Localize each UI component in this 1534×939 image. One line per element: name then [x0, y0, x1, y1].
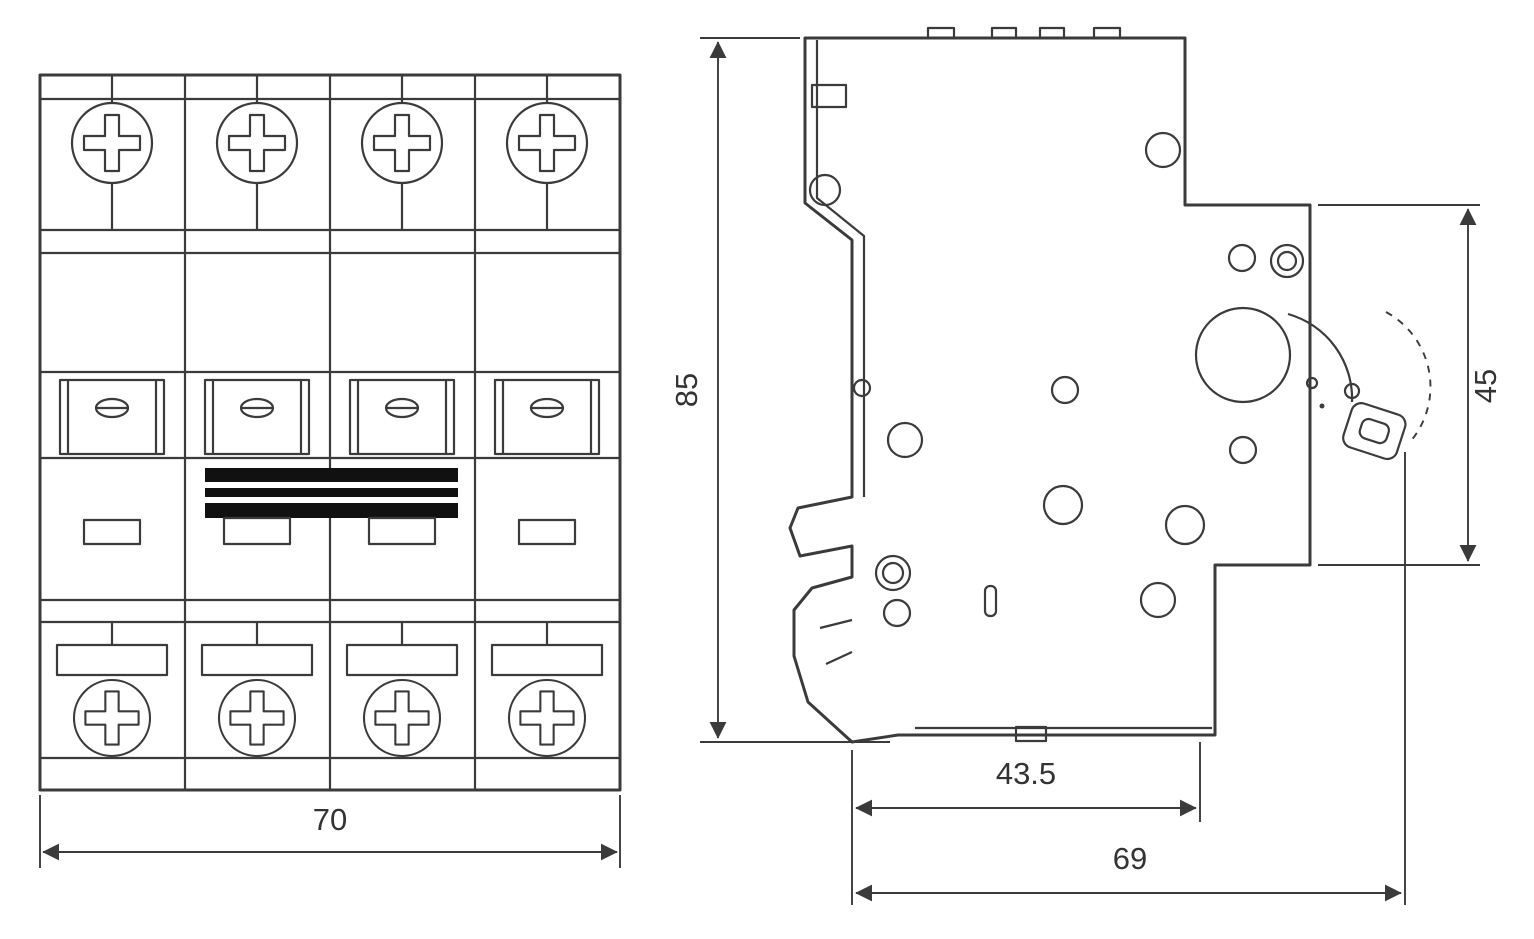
bottom-slot-2: [200, 643, 314, 677]
terminal-screw-top-1: [70, 101, 154, 185]
side-view: [788, 26, 1432, 744]
terminal-screw-bottom-3: [362, 678, 442, 758]
terminal-screw-bottom-2: [217, 678, 297, 758]
terminal-screw-bottom-1: [72, 678, 152, 758]
indicator-window-right: [517, 518, 577, 546]
din-depth-label: 43.5: [996, 756, 1056, 791]
side-height-label: 85: [669, 373, 704, 407]
bottom-slot-3: [345, 643, 459, 677]
side-height-dimension: 85: [669, 37, 890, 743]
bottom-slot-4: [490, 643, 604, 677]
total-depth-label: 69: [1113, 841, 1147, 876]
terminal-screw-bottom-4: [507, 678, 587, 758]
right-height-dimension: 45: [1318, 204, 1503, 566]
mechanism-pivot-circle: [1194, 306, 1292, 404]
pivot-pin: [1305, 376, 1319, 390]
terminal-screw-top-4: [505, 101, 589, 185]
pole-dividers: [183, 75, 477, 790]
vertical-slot: [983, 584, 998, 618]
left-wall-inner-line: [815, 40, 866, 497]
indicator-window-left: [82, 518, 142, 546]
side-window-rect: [810, 83, 848, 109]
din-clip-detail: [819, 618, 853, 665]
din-latch: [1342, 311, 1432, 461]
screw-centre-marks-top: [110, 75, 549, 230]
handle-tab-right: [367, 516, 437, 546]
terminal-clamp-2: [203, 378, 311, 456]
total-depth-dimension: 69: [855, 452, 1406, 905]
latch-arm-arc: [1287, 312, 1354, 403]
housing-rivets: [808, 131, 1305, 628]
toggle-handle: [205, 468, 458, 546]
right-height-label: 45: [1468, 369, 1503, 403]
terminal-screw-top-2: [215, 101, 299, 185]
terminal-clamp-3: [348, 378, 456, 456]
front-band-lines: [40, 228, 620, 760]
front-width-label: 70: [313, 802, 347, 837]
terminal-clamp-4: [493, 378, 601, 456]
terminal-clamp-1: [58, 378, 166, 456]
bottom-tab: [1014, 725, 1048, 743]
din-depth-dimension: 43.5: [851, 742, 1201, 905]
pivot-dot: [1319, 403, 1325, 409]
latch-swing-arc: [1385, 311, 1432, 443]
screw-centre-marks-bottom: [110, 622, 549, 645]
top-vent-tabs: [926, 26, 1122, 40]
front-view: [38, 73, 622, 792]
handle-tab-left: [222, 516, 292, 546]
bottom-slot-1: [55, 643, 169, 677]
terminal-screw-top-3: [360, 101, 444, 185]
side-profile-outline: [788, 36, 1312, 744]
front-width-dimension: 70: [39, 795, 621, 868]
